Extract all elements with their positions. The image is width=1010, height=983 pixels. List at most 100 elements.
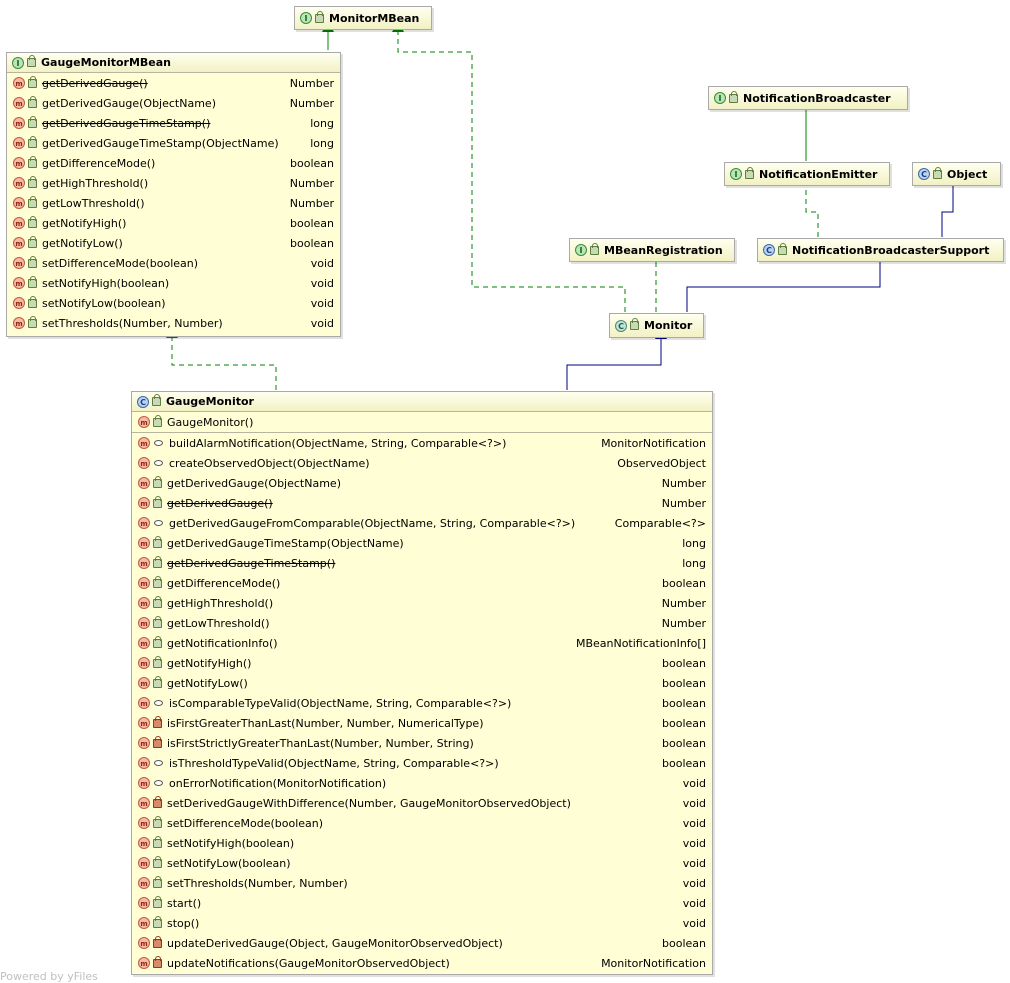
public-visibility-icon (153, 555, 162, 568)
method-return-type: void (682, 836, 706, 850)
constructor-row[interactable]: m GaugeMonitor() (132, 412, 712, 433)
method-return-type: MBeanNotificationInfo[] (575, 636, 706, 650)
public-visibility-icon (778, 242, 787, 255)
public-visibility-icon (315, 10, 324, 23)
method-name: setThresholds(Number, Number) (42, 316, 223, 330)
node-monitor[interactable]: C Monitor (609, 313, 704, 338)
node-object[interactable]: C Object (912, 162, 1001, 186)
method-name: setNotifyHigh(boolean) (42, 276, 170, 290)
method-icon: m (138, 837, 150, 849)
method-return-type: long (682, 556, 706, 570)
method-icon: m (138, 437, 150, 449)
public-visibility-icon (28, 195, 37, 208)
node-notificationbroadcastersupport[interactable]: C NotificationBroadcasterSupport (757, 238, 1004, 262)
method-name: getDerivedGauge() (167, 496, 273, 510)
method-icon: m (13, 317, 25, 329)
method-name: getNotifyHigh() (167, 656, 252, 670)
method-return-type: boolean (662, 716, 706, 730)
package-visibility-icon (154, 780, 163, 786)
private-visibility-icon (153, 715, 162, 728)
public-visibility-icon (28, 115, 37, 128)
method-icon: m (13, 237, 25, 249)
method-return-type: long (682, 536, 706, 550)
public-visibility-icon (153, 535, 162, 548)
node-title: Object (947, 167, 988, 181)
method-return-type: Number (661, 596, 706, 610)
edge-gaugemonitor-monitor (566, 328, 667, 390)
method-icon: m (138, 857, 150, 869)
public-visibility-icon (28, 215, 37, 228)
method-return-type: Comparable<?> (614, 516, 706, 530)
node-monitormbean[interactable]: I MonitorMBean (294, 6, 432, 30)
node-notificationemitter[interactable]: I NotificationEmitter (724, 162, 890, 186)
method-return-type: Number (289, 96, 334, 110)
method-icon: m (138, 677, 150, 689)
method-return-type: void (682, 776, 706, 790)
package-visibility-icon (154, 440, 163, 446)
method-return-type: long (310, 116, 334, 130)
method-icon: m (138, 797, 150, 809)
interface-icon: I (12, 56, 24, 69)
public-visibility-icon (28, 315, 37, 328)
node-notificationbroadcaster[interactable]: I NotificationBroadcaster (708, 86, 908, 110)
edge-gaugemonitor-gaugemonitormbean (166, 327, 277, 390)
method-return-type: MonitorNotification (601, 956, 706, 970)
public-visibility-icon (153, 475, 162, 488)
node-mbeanregistration[interactable]: I MBeanRegistration (569, 238, 735, 262)
package-visibility-icon (154, 520, 163, 526)
node-title: GaugeMonitor (166, 395, 254, 408)
method-name: setDifferenceMode(boolean) (167, 816, 324, 830)
method-icon: m (138, 757, 150, 769)
public-visibility-icon (153, 855, 162, 868)
method-icon: m (13, 97, 25, 109)
method-name: setThresholds(Number, Number) (167, 876, 348, 890)
method-name: getNotifyLow() (42, 236, 123, 250)
method-return-type: MonitorNotification (601, 436, 706, 450)
public-visibility-icon (153, 835, 162, 848)
interface-icon: I (575, 244, 587, 256)
method-name: isFirstStrictlyGreaterThanLast(Number, N… (167, 736, 474, 750)
